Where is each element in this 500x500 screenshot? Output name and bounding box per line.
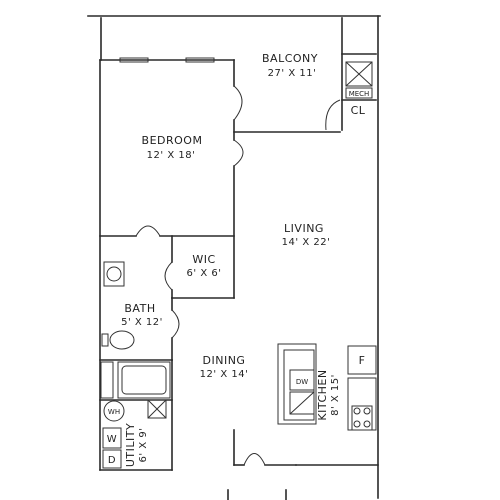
dryer-icon bbox=[102, 449, 122, 469]
dining-label: DINING bbox=[203, 354, 246, 367]
bedroom-label: BEDROOM bbox=[142, 134, 203, 147]
bathtub bbox=[117, 361, 171, 399]
mech-label: MECH bbox=[349, 90, 370, 98]
washer-label: W bbox=[107, 434, 117, 445]
balcony-label: BALCONY bbox=[262, 52, 318, 65]
doors bbox=[135, 85, 341, 466]
mech-unit bbox=[345, 61, 373, 99]
kitchen-dim: 8' X 15' bbox=[330, 374, 341, 416]
kitchen-label: KITCHEN bbox=[316, 369, 329, 420]
dishwasher-label: DW bbox=[296, 378, 308, 386]
dryer-label: D bbox=[108, 455, 116, 466]
utility-dim: 6' X 9' bbox=[138, 428, 149, 463]
kitchen-fixtures bbox=[277, 343, 377, 431]
living-label: LIVING bbox=[284, 222, 324, 235]
wic-label: WIC bbox=[192, 253, 215, 266]
vanity bbox=[100, 361, 114, 399]
balcony-dim: 27' X 11' bbox=[268, 68, 317, 79]
range-icon bbox=[351, 405, 373, 431]
bath-dim: 5' X 12' bbox=[121, 317, 163, 328]
water-heater-icon bbox=[103, 400, 125, 422]
water-heater-label: WH bbox=[108, 408, 120, 416]
dining-dim: 12' X 14' bbox=[200, 369, 249, 380]
sink bbox=[103, 261, 125, 287]
windows bbox=[119, 57, 215, 63]
bedroom-dim: 12' X 18' bbox=[147, 150, 196, 161]
bath-fixtures bbox=[100, 261, 171, 399]
wic-dim: 6' X 6' bbox=[187, 268, 222, 279]
kitchen-sink bbox=[289, 391, 315, 415]
utility-fixtures bbox=[102, 399, 167, 469]
living-dim: 14' X 22' bbox=[282, 237, 331, 248]
closet-label: CL bbox=[351, 104, 366, 117]
washer-icon bbox=[102, 427, 122, 449]
kitchen-island bbox=[277, 343, 317, 425]
utility-vent bbox=[147, 399, 167, 419]
dishwasher-icon bbox=[289, 369, 315, 391]
utility-label: UTILITY bbox=[124, 423, 137, 467]
bath-label: BATH bbox=[124, 302, 155, 315]
toilet bbox=[109, 330, 135, 350]
fridge-label: F bbox=[359, 354, 366, 367]
fridge-icon bbox=[347, 345, 377, 375]
